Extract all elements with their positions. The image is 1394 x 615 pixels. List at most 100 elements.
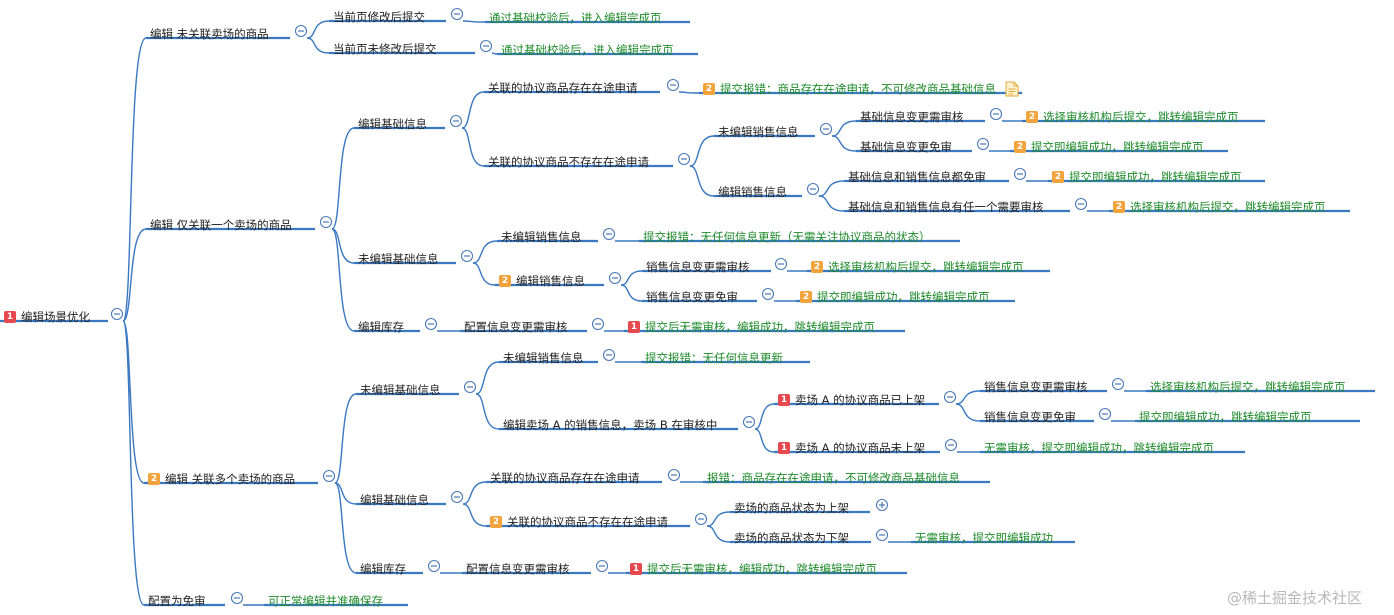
collapse-toggle-n-exempt[interactable] bbox=[230, 591, 244, 605]
collapse-toggle-n-m-status-off[interactable] bbox=[875, 528, 889, 542]
mindmap-toggles[interactable] bbox=[110, 7, 1125, 605]
collapse-toggle-n-s-basic-free[interactable] bbox=[976, 137, 990, 151]
node-label: 编辑销售信息 bbox=[516, 274, 585, 288]
node-n-m-on-free-res[interactable]: 提交即编辑成功，跳转编辑完成页 bbox=[1139, 409, 1312, 425]
collapse-toggle-n-m-a-on[interactable] bbox=[943, 390, 957, 404]
node-n-cur-unmod[interactable]: 当前页未修改后提交 bbox=[333, 41, 437, 57]
node-n-s-sales-free[interactable]: 销售信息变更免审 bbox=[646, 289, 738, 305]
node-n-s-basic-need[interactable]: 基础信息变更需审核 bbox=[860, 109, 964, 125]
node-n-cur-mod[interactable]: 当前页修改后提交 bbox=[333, 9, 425, 25]
node-n-s-sales[interactable]: 编辑销售信息 bbox=[718, 184, 787, 200]
node-n-m-status-off[interactable]: 卖场的商品状态为下架 bbox=[734, 530, 849, 546]
collapse-toggle-n-s-unbasic[interactable] bbox=[460, 249, 474, 263]
collapse-toggle-n-m-on-need[interactable] bbox=[1111, 377, 1125, 391]
node-n-m-on-need-res[interactable]: 选择审核机构后提交，跳转编辑完成页 bbox=[1150, 379, 1346, 395]
collapse-toggle-n-s-notexist[interactable] bbox=[677, 152, 691, 166]
node-n-s-sales-need[interactable]: 销售信息变更需审核 bbox=[646, 259, 750, 275]
collapse-toggle-n-m-notexist[interactable] bbox=[694, 512, 708, 526]
collapse-toggle-root[interactable] bbox=[110, 307, 124, 321]
node-n-s-stock-cfg[interactable]: 配置信息变更需审核 bbox=[464, 319, 568, 335]
node-n-s-basic-free[interactable]: 基础信息变更免审 bbox=[860, 139, 952, 155]
collapse-toggle-n-m-a-off[interactable] bbox=[944, 438, 958, 452]
connector-n-s-ub-sales bbox=[472, 262, 496, 286]
node-n-m-on-need[interactable]: 销售信息变更需审核 bbox=[984, 379, 1088, 395]
node-n-m-on-free[interactable]: 销售信息变更免审 bbox=[984, 409, 1076, 425]
node-n-m-basic[interactable]: 编辑基础信息 bbox=[360, 492, 429, 508]
collapse-toggle-n-s-basic[interactable] bbox=[449, 114, 463, 128]
node-n-cur-unmod-res[interactable]: 通过基础校验后，进入编辑完成页 bbox=[501, 42, 674, 58]
collapse-toggle-n-s-stock[interactable] bbox=[424, 317, 438, 331]
node-n-m-a-b[interactable]: 编辑卖场 A 的销售信息，卖场 B 在审核中 bbox=[503, 417, 717, 433]
node-n-s-basic[interactable]: 编辑基础信息 bbox=[358, 116, 427, 132]
collapse-toggle-n-s-sales-need[interactable] bbox=[774, 257, 788, 271]
collapse-toggle-n-m-on-free[interactable] bbox=[1098, 407, 1112, 421]
node-n-m-unsales-res[interactable]: 提交报错：无任何信息更新 bbox=[645, 350, 783, 366]
collapse-toggle-n-s-exist[interactable] bbox=[666, 78, 680, 92]
collapse-toggle-n-s-basic-need[interactable] bbox=[989, 107, 1003, 121]
node-n-m-unsales[interactable]: 未编辑销售信息 bbox=[503, 350, 584, 366]
node-n-exempt-res[interactable]: 可正常编辑并准确保存 bbox=[268, 593, 383, 609]
collapse-toggle-n-m-a-b[interactable] bbox=[742, 415, 756, 429]
node-n-unlinked[interactable]: 编辑 未关联卖场的商品 bbox=[150, 26, 269, 42]
note-document-icon[interactable] bbox=[1005, 81, 1019, 97]
node-n-m-status-on[interactable]: 卖场的商品状态为上架 bbox=[734, 500, 849, 516]
node-n-s-ub-unsales[interactable]: 未编辑销售信息 bbox=[501, 229, 582, 245]
node-n-m-exist-res[interactable]: 报错：商品存在在途申请，不可修改商品基础信息 bbox=[707, 470, 960, 486]
connector-n-s-sales bbox=[689, 165, 715, 197]
collapse-toggle-n-s-unsales[interactable] bbox=[819, 122, 833, 136]
node-n-single[interactable]: 编辑 仅关联一个卖场的商品 bbox=[150, 217, 292, 233]
collapse-toggle-n-m-basic[interactable] bbox=[450, 490, 464, 504]
node-n-s-stock[interactable]: 编辑库存 bbox=[358, 319, 404, 335]
collapse-toggle-n-s-sales-free[interactable] bbox=[761, 287, 775, 301]
collapse-toggle-n-m-stock-cfg[interactable] bbox=[595, 559, 609, 573]
collapse-toggle-n-m-stock[interactable] bbox=[427, 559, 441, 573]
collapse-toggle-n-cur-unmod[interactable] bbox=[479, 39, 493, 53]
node-n-s-any-need[interactable]: 基础信息和销售信息有任一个需要审核 bbox=[848, 199, 1044, 215]
node-n-s-unsales[interactable]: 未编辑销售信息 bbox=[718, 124, 799, 140]
node-n-s-ub-unsales-res[interactable]: 提交报错：无任何信息更新（无需关注协议商品的状态） bbox=[643, 229, 931, 245]
node-n-m-exist[interactable]: 关联的协议商品存在在途申请 bbox=[490, 470, 640, 486]
collapse-toggle-n-m-unbasic[interactable] bbox=[463, 380, 477, 394]
collapse-toggle-n-single[interactable] bbox=[319, 215, 333, 229]
node-n-m-stock[interactable]: 编辑库存 bbox=[360, 561, 406, 577]
collapse-toggle-n-s-stock-cfg[interactable] bbox=[591, 317, 605, 331]
node-n-s-notexist[interactable]: 关联的协议商品不存在在途申请 bbox=[488, 154, 649, 170]
node-n-m-unbasic[interactable]: 未编辑基础信息 bbox=[360, 382, 441, 398]
node-label: 报错：商品存在在途申请，不可修改商品基础信息 bbox=[707, 471, 960, 485]
node-n-m-status-off-res[interactable]: 无需审核，提交即编辑成功 bbox=[915, 530, 1053, 546]
node-n-m-a-off-res[interactable]: 无需审核，提交即编辑成功，跳转编辑完成页 bbox=[984, 440, 1214, 456]
collapse-toggle-n-cur-mod[interactable] bbox=[450, 7, 464, 21]
node-n-exempt[interactable]: 配置为免审 bbox=[148, 593, 206, 609]
collapse-toggle-n-unlinked[interactable] bbox=[294, 24, 308, 38]
node-n-s-both-free[interactable]: 基础信息和销售信息都免审 bbox=[848, 169, 986, 185]
collapse-toggle-n-s-sales[interactable] bbox=[806, 182, 820, 196]
collapse-toggle-n-s-both-free[interactable] bbox=[1013, 167, 1027, 181]
collapse-toggle-n-s-ub-unsales[interactable] bbox=[602, 227, 616, 241]
node-n-s-exist[interactable]: 关联的协议商品存在在途申请 bbox=[488, 80, 638, 96]
collapse-toggle-n-s-any-need[interactable] bbox=[1074, 197, 1088, 211]
node-n-s-unbasic[interactable]: 未编辑基础信息 bbox=[358, 251, 439, 267]
collapse-toggle-n-m-unsales[interactable] bbox=[602, 348, 616, 362]
node-label: 基础信息变更需审核 bbox=[860, 110, 964, 124]
collapse-toggle-n-s-ub-sales[interactable] bbox=[608, 271, 622, 285]
node-n-m-stock-cfg[interactable]: 配置信息变更需审核 bbox=[466, 561, 570, 577]
node-n-cur-mod-res[interactable]: 通过基础校验后，进入编辑完成页 bbox=[489, 10, 662, 26]
connector-n-cur-mod bbox=[306, 20, 330, 39]
collapse-toggle-n-m-exist[interactable] bbox=[667, 468, 681, 482]
collapse-toggle-n-multi[interactable] bbox=[322, 469, 336, 483]
